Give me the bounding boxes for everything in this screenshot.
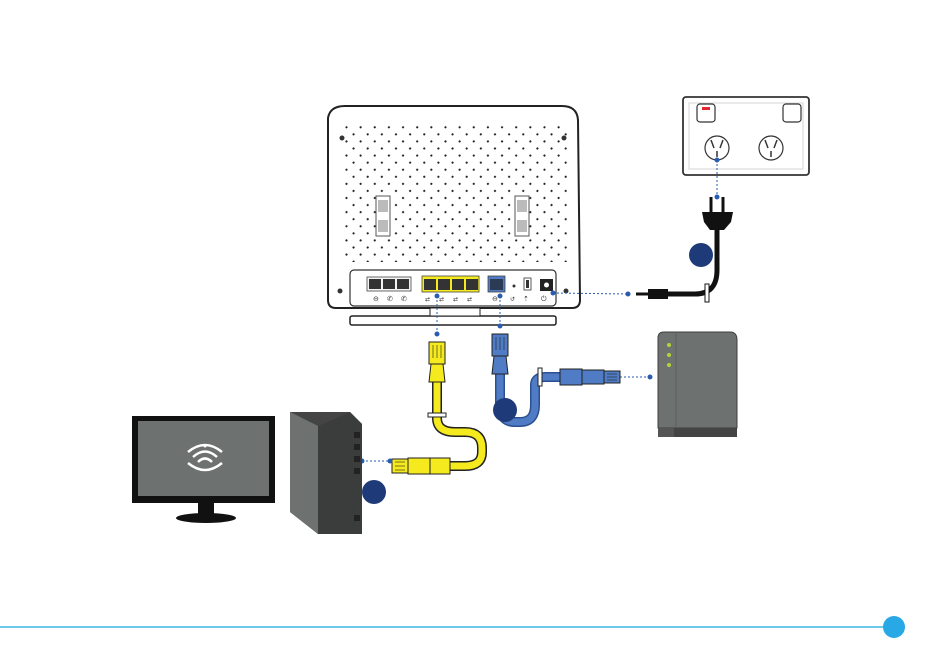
svg-text:✆: ✆ xyxy=(387,295,393,303)
step-marker-power xyxy=(689,243,713,267)
svg-text:✆: ✆ xyxy=(401,295,407,303)
svg-text:⏻: ⏻ xyxy=(541,295,547,303)
monitor-icon xyxy=(132,416,275,523)
svg-text:⇡: ⇡ xyxy=(523,295,529,303)
modem-icon xyxy=(658,332,737,437)
router-icon: ⊖ ✆ ✆ ⇄ ⇄ ⇄ ⇄ ⊖ ↺ ⇡ xyxy=(328,106,580,325)
computer-tower-icon xyxy=(290,412,362,534)
svg-text:⇄: ⇄ xyxy=(467,296,472,303)
svg-text:⇄: ⇄ xyxy=(425,296,430,303)
power-plug-icon xyxy=(636,197,733,302)
power-outlet-icon xyxy=(683,97,809,175)
step-marker-computer xyxy=(362,480,386,504)
svg-text:⇄: ⇄ xyxy=(439,296,444,303)
svg-text:⊖: ⊖ xyxy=(373,296,379,303)
svg-text:↺: ↺ xyxy=(510,296,515,303)
phone-ports: ⊖ ✆ ✆ xyxy=(367,277,411,303)
svg-text:⊖: ⊖ xyxy=(492,296,498,303)
step-marker-wan xyxy=(493,398,517,422)
ethernet-cable xyxy=(392,342,482,474)
svg-text:⇄: ⇄ xyxy=(453,296,458,303)
footer-rule xyxy=(0,616,905,638)
